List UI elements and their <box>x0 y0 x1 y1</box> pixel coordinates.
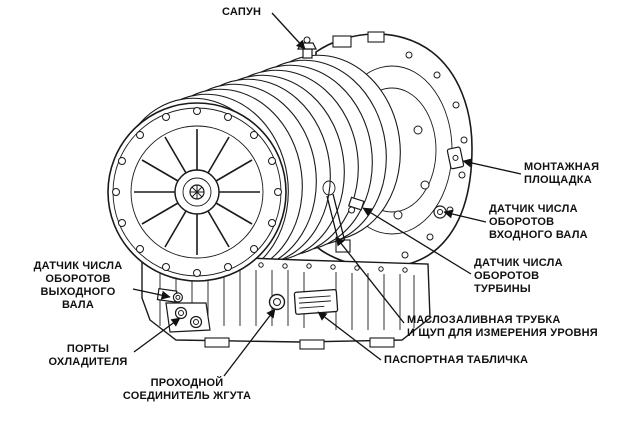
label-harness-connector: ПРОХОДНОЙ СОЕДИНИТЕЛЬ ЖГУТА <box>122 377 252 402</box>
label-fill-tube: МАСЛОЗАЛИВНАЯ ТРУБКА И ЩУП ДЛЯ ИЗМЕРЕНИЯ… <box>407 314 598 339</box>
breather-part <box>297 36 317 59</box>
label-output-speed-sensor: ДАТЧИК ЧИСЛА ОБОРОТОВ ВЫХОДНОГО ВАЛА <box>33 260 123 311</box>
input-speed-sensor-part <box>433 205 447 219</box>
mounting-pad-part <box>446 146 465 170</box>
label-turbine-speed-sensor: ДАТЧИК ЧИСЛА ОБОРОТОВ ТУРБИНЫ <box>474 257 563 295</box>
leader-lines <box>132 12 522 377</box>
label-input-speed-sensor: ДАТЧИК ЧИСЛА ОБОРОТОВ ВХОДНОГО ВАЛА <box>489 203 588 241</box>
front-cover-part <box>107 102 287 282</box>
nameplate-part <box>293 288 339 315</box>
label-breather: САПУН <box>222 6 262 18</box>
cooler-ports-part <box>165 302 211 333</box>
turbine-speed-sensor-part <box>347 196 365 214</box>
label-mounting-pad: МОНТАЖНАЯ ПЛОЩАДКА <box>524 161 600 186</box>
label-nameplate: ПАСПОРТНАЯ ТАБЛИЧКА <box>384 354 529 366</box>
label-cooler-ports: ПОРТЫ ОХЛАДИТЕЛЯ <box>48 343 128 368</box>
harness-connector-part <box>268 293 286 311</box>
